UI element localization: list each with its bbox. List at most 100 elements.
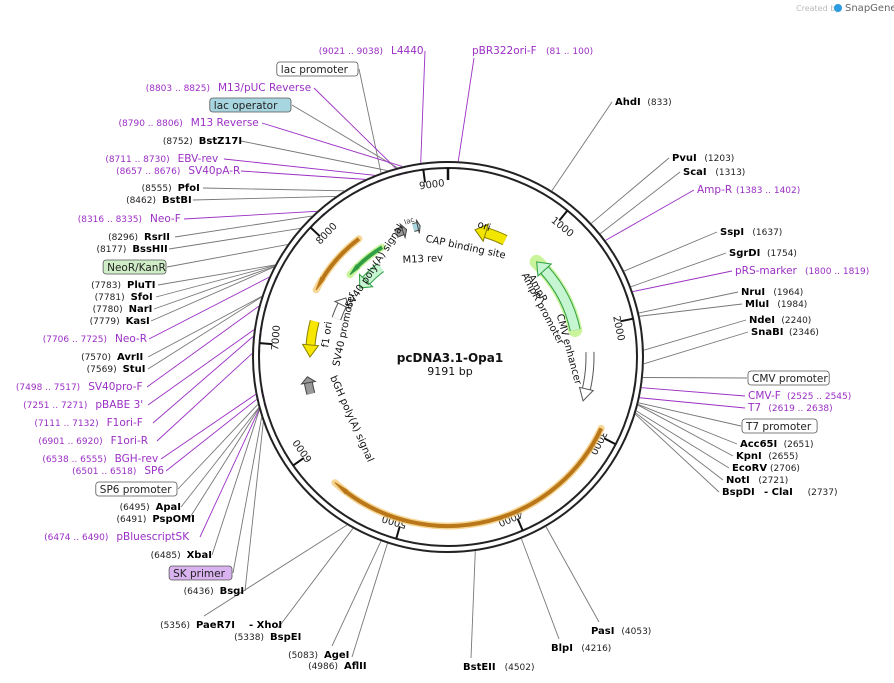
restriction-site-label[interactable]: PasI bbox=[591, 626, 614, 637]
feature-bgh-polya-label[interactable]: bGH poly(A) signal bbox=[327, 374, 375, 464]
bgh-polya-box[interactable] bbox=[300, 376, 317, 395]
feature-box-label[interactable]: lac promoter bbox=[281, 64, 349, 76]
restriction-site-label[interactable]: AgeI bbox=[324, 650, 349, 661]
site-connector bbox=[244, 422, 264, 592]
restriction-site-label[interactable]: SgrDI bbox=[729, 248, 760, 259]
primer-label[interactable]: T7 bbox=[747, 402, 761, 414]
primer-label[interactable]: CMV-F bbox=[748, 390, 781, 402]
restriction-site-label[interactable]: NotI bbox=[726, 475, 750, 486]
primer-label[interactable]: SP6 bbox=[144, 465, 164, 477]
primer-label[interactable]: M13 Reverse bbox=[191, 117, 259, 129]
restriction-site-label[interactable]: BlpI bbox=[551, 643, 573, 654]
f1-ori-arrow[interactable] bbox=[301, 319, 320, 358]
restriction-site-label[interactable]: - XhoI bbox=[249, 620, 282, 631]
primer-connector bbox=[641, 387, 746, 397]
restriction-site-label[interactable]: KasI bbox=[126, 316, 150, 327]
primer-label[interactable]: SV40pA-R bbox=[188, 165, 240, 177]
site-connector bbox=[639, 303, 743, 317]
lac-box[interactable] bbox=[393, 222, 408, 240]
feature-box-label[interactable]: lac operator bbox=[214, 100, 278, 112]
feature-box-label[interactable]: T7 promoter bbox=[745, 421, 812, 433]
primer-connector bbox=[147, 329, 255, 406]
restriction-site-label[interactable]: PaeR7I bbox=[196, 620, 235, 631]
restriction-site-label[interactable]: MluI bbox=[745, 299, 769, 310]
restriction-site-label[interactable]: PvuI bbox=[672, 153, 697, 164]
primer-label[interactable]: M13/pUC Reverse bbox=[218, 82, 311, 94]
feature-connector bbox=[177, 404, 259, 490]
primer-range: (7498 .. 7517) bbox=[16, 383, 80, 393]
restriction-site-label[interactable]: BstZ17I bbox=[199, 136, 242, 147]
feature-box-label[interactable]: CMV promoter bbox=[752, 373, 828, 385]
cmv-enhancer-arrow-body bbox=[582, 351, 594, 390]
primer-label[interactable]: SV40pro-F bbox=[88, 381, 142, 393]
primer-label[interactable]: Neo-F bbox=[150, 213, 181, 225]
primer-label[interactable]: Neo-R bbox=[115, 333, 147, 345]
primer-label[interactable]: F1ori-F bbox=[107, 417, 143, 429]
restriction-site-label[interactable]: SfoI bbox=[131, 292, 153, 303]
restriction-site-label[interactable]: ScaI bbox=[683, 167, 707, 178]
feature-ori-label[interactable]: ori bbox=[476, 219, 492, 234]
primer-label[interactable]: pBABE 3' bbox=[95, 399, 143, 411]
primer-range: (6901 .. 6920) bbox=[38, 437, 102, 447]
m13-box[interactable] bbox=[412, 219, 421, 234]
restriction-site-label[interactable]: BsgI bbox=[220, 586, 244, 597]
restriction-site-label[interactable]: BstEII bbox=[463, 662, 496, 673]
primer-label[interactable]: pBR322ori-F bbox=[472, 45, 537, 57]
restriction-site-label[interactable]: BspDI bbox=[722, 487, 755, 498]
ring-tick-label: 2000 bbox=[610, 315, 626, 342]
primer-label[interactable]: F1ori-R bbox=[111, 435, 148, 447]
site-connector bbox=[211, 409, 260, 556]
feature-box-label[interactable]: SK primer bbox=[173, 568, 225, 580]
feature-box-label[interactable]: NeoR/KanR bbox=[107, 262, 166, 274]
site-connector bbox=[147, 296, 262, 358]
primer-connector bbox=[313, 87, 396, 169]
restriction-site-label[interactable]: NarI bbox=[129, 304, 153, 315]
restriction-site-label[interactable]: BssHII bbox=[132, 244, 167, 255]
restriction-site-label[interactable]: BstBI bbox=[162, 195, 192, 206]
opa1-orf-arrow[interactable] bbox=[331, 424, 605, 530]
cmv-enhancer-arrow[interactable] bbox=[578, 351, 595, 402]
restriction-site-label[interactable]: AflII bbox=[344, 661, 367, 672]
restriction-site-label[interactable]: EcoRV bbox=[732, 463, 767, 474]
ring-tick-mark bbox=[292, 457, 305, 467]
restriction-site-label[interactable]: StuI bbox=[123, 364, 146, 375]
primer-label[interactable]: Amp-R bbox=[697, 184, 732, 196]
restriction-site-label[interactable]: SnaBI bbox=[751, 327, 783, 338]
restriction-site-label[interactable]: KpnI bbox=[736, 451, 762, 462]
restriction-site-label[interactable]: SspI bbox=[720, 227, 744, 238]
feature-box-label[interactable]: SP6 promoter bbox=[100, 484, 172, 496]
site-connector bbox=[168, 227, 301, 250]
restriction-site-label[interactable]: Acc65I bbox=[740, 439, 777, 450]
feature-m13rev-label[interactable]: M13 rev bbox=[402, 253, 443, 266]
restriction-site-label[interactable]: BspEI bbox=[270, 632, 301, 643]
restriction-site-label[interactable]: AhdI bbox=[615, 97, 641, 108]
primer-label[interactable]: EBV-rev bbox=[178, 153, 219, 165]
neor-orf-arrow[interactable] bbox=[312, 235, 363, 294]
primer-label[interactable]: pBluescriptSK bbox=[116, 531, 190, 543]
primer-label[interactable]: BGH-rev bbox=[115, 453, 159, 465]
feature-f1-ori-label[interactable]: f1 ori bbox=[320, 321, 335, 348]
restriction-site-label[interactable]: RsrII bbox=[144, 232, 170, 243]
bgh-polya-box-body bbox=[304, 382, 315, 395]
restriction-site-label[interactable]: NdeI bbox=[749, 315, 775, 326]
bgh-polya-box-head bbox=[300, 376, 317, 385]
restriction-site-label[interactable]: - ClaI bbox=[764, 487, 793, 498]
restriction-site-label[interactable]: PfoI bbox=[178, 183, 200, 194]
primer-connector bbox=[156, 353, 253, 442]
restriction-site-position: (6485) bbox=[151, 551, 181, 561]
restriction-site-label[interactable]: PspOMI bbox=[152, 514, 194, 525]
primer-label[interactable]: pRS-marker bbox=[735, 265, 798, 277]
ori-arrow[interactable] bbox=[474, 223, 508, 246]
sv40-polya-arrow[interactable] bbox=[358, 263, 384, 289]
restriction-site-position: (2651) bbox=[784, 440, 814, 450]
restriction-site-label[interactable]: ApaI bbox=[156, 502, 181, 513]
restriction-site-label[interactable]: AvrII bbox=[117, 352, 143, 363]
neor-orf-arrow-2[interactable] bbox=[346, 243, 386, 279]
restriction-site-label[interactable]: XbaI bbox=[187, 550, 212, 561]
ampr-arrow[interactable] bbox=[529, 254, 583, 337]
feature-connector bbox=[291, 104, 398, 169]
restriction-site-label[interactable]: PluTI bbox=[127, 280, 155, 291]
sv40-promoter-arrow[interactable] bbox=[331, 297, 351, 321]
primer-label[interactable]: L4440 bbox=[391, 45, 424, 57]
restriction-site-label[interactable]: NruI bbox=[741, 287, 765, 298]
